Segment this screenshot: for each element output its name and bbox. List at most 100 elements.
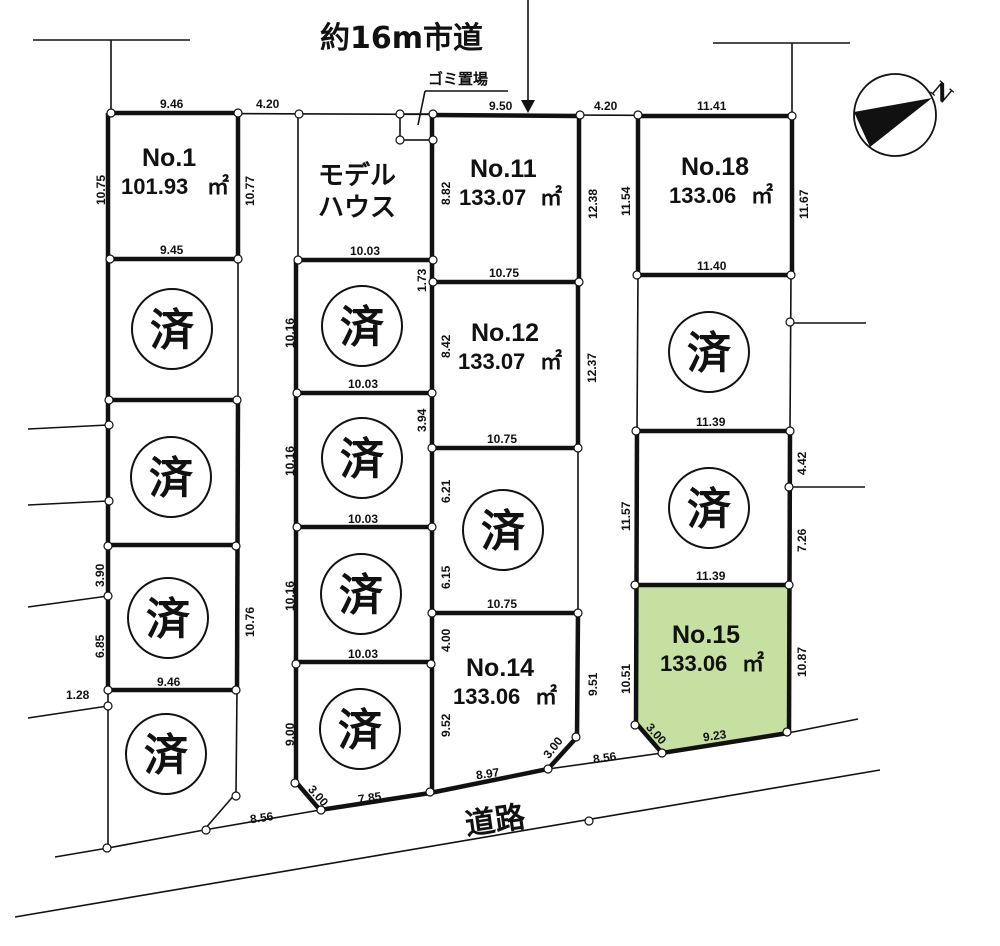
svg-text:6.21: 6.21 xyxy=(439,479,453,503)
lot-area: 133.06 xyxy=(660,651,727,676)
lot-number: No.12 xyxy=(471,319,539,347)
svg-text:済: 済 xyxy=(340,302,385,353)
svg-text:10.03: 10.03 xyxy=(348,377,378,391)
svg-text:11.41: 11.41 xyxy=(697,99,727,113)
svg-text:9.50: 9.50 xyxy=(489,99,513,113)
lot-no12[interactable]: No.12 133.07 ㎡ xyxy=(458,319,562,374)
lot-no11[interactable]: No.11 133.07 ㎡ xyxy=(459,155,562,210)
svg-text:11.40: 11.40 xyxy=(697,259,727,273)
svg-text:10.76: 10.76 xyxy=(243,607,257,637)
svg-text:10.77: 10.77 xyxy=(243,176,257,206)
lot-number: No.18 xyxy=(681,153,749,181)
garbage-area xyxy=(399,113,433,141)
svg-text:10.51: 10.51 xyxy=(619,664,633,694)
sold-badge: 済 xyxy=(462,489,544,571)
sold-badge: 済 xyxy=(131,288,213,370)
svg-text:9.46: 9.46 xyxy=(160,97,184,111)
dimension-labels: 9.46 4.20 9.50 4.20 11.41 9.45 10.03 10.… xyxy=(66,97,811,826)
svg-text:11.67: 11.67 xyxy=(797,189,811,219)
svg-text:10.16: 10.16 xyxy=(283,318,297,348)
svg-text:8.56: 8.56 xyxy=(592,749,617,766)
svg-text:10.03: 10.03 xyxy=(350,244,380,258)
svg-text:3.94: 3.94 xyxy=(415,408,429,432)
svg-text:1.28: 1.28 xyxy=(66,688,90,702)
svg-text:3.00: 3.00 xyxy=(540,734,566,761)
area-unit: ㎡ xyxy=(540,349,562,374)
svg-text:9.45: 9.45 xyxy=(160,243,184,257)
column-c xyxy=(429,112,582,796)
lot-no14[interactable]: No.14 133.06 ㎡ xyxy=(453,654,557,709)
svg-text:10.16: 10.16 xyxy=(283,446,297,476)
svg-text:済: 済 xyxy=(481,506,526,557)
area-unit: ㎡ xyxy=(535,684,557,709)
svg-text:12.38: 12.38 xyxy=(586,189,600,219)
lot-no15[interactable]: No.15 133.06 ㎡ xyxy=(660,621,764,676)
svg-text:9.46: 9.46 xyxy=(157,675,181,689)
svg-text:4.42: 4.42 xyxy=(795,451,809,475)
svg-text:11.57: 11.57 xyxy=(619,501,633,531)
lot-model-house[interactable]: モデル ハウス xyxy=(318,160,396,223)
sold-badges: 済 済 済 済 済 済 済 済 済 済 済 xyxy=(125,285,750,795)
svg-text:済: 済 xyxy=(687,328,732,379)
svg-text:11.39: 11.39 xyxy=(696,569,726,583)
svg-text:済: 済 xyxy=(338,705,383,756)
svg-text:3.00: 3.00 xyxy=(305,782,331,809)
svg-text:済: 済 xyxy=(146,594,191,645)
sold-badge: 済 xyxy=(321,285,403,367)
lot-number: No.15 xyxy=(672,621,740,649)
sold-badge: 済 xyxy=(130,436,212,518)
svg-text:済: 済 xyxy=(340,434,385,485)
arrow-down-icon xyxy=(521,100,535,113)
svg-text:済: 済 xyxy=(150,305,195,356)
area-unit: ㎡ xyxy=(540,185,562,210)
svg-text:済: 済 xyxy=(687,484,732,535)
svg-text:12.37: 12.37 xyxy=(585,353,599,383)
garbage-label: ゴミ置場 xyxy=(428,70,488,88)
compass-icon: N xyxy=(853,73,957,157)
model-house-line1: モデル xyxy=(318,160,396,191)
area-unit: ㎡ xyxy=(742,651,764,676)
neighbor-lines xyxy=(27,39,866,719)
svg-text:10.75: 10.75 xyxy=(487,432,517,446)
svg-text:9.51: 9.51 xyxy=(586,672,600,696)
lot-area: 133.06 xyxy=(453,684,520,709)
svg-text:4.20: 4.20 xyxy=(256,97,280,111)
sold-badge: 済 xyxy=(321,417,403,499)
svg-text:7.85: 7.85 xyxy=(357,789,382,806)
svg-text:8.82: 8.82 xyxy=(439,181,453,205)
svg-text:9.52: 9.52 xyxy=(439,713,453,737)
svg-text:8.56: 8.56 xyxy=(249,809,274,826)
svg-text:10.16: 10.16 xyxy=(283,581,297,611)
lot-number: No.14 xyxy=(466,654,534,682)
svg-text:8.42: 8.42 xyxy=(439,334,453,358)
svg-text:10.75: 10.75 xyxy=(489,266,519,280)
lot-number: No.11 xyxy=(470,155,537,183)
svg-text:7.26: 7.26 xyxy=(795,528,809,552)
svg-text:8.97: 8.97 xyxy=(475,765,500,782)
svg-text:10.03: 10.03 xyxy=(348,512,378,526)
lot-no18[interactable]: No.18 133.06 ㎡ xyxy=(669,153,773,208)
svg-text:10.75: 10.75 xyxy=(94,175,108,205)
lot-area: 133.07 xyxy=(459,185,526,210)
area-unit: ㎡ xyxy=(751,183,773,208)
svg-text:6.85: 6.85 xyxy=(93,634,107,658)
lot-area: 133.06 xyxy=(669,183,736,208)
lot-number: No.1 xyxy=(142,144,196,172)
svg-text:11.39: 11.39 xyxy=(696,415,726,429)
svg-text:4.20: 4.20 xyxy=(594,99,618,113)
sold-badge: 済 xyxy=(320,553,402,635)
svg-text:済: 済 xyxy=(144,730,189,781)
svg-text:9.23: 9.23 xyxy=(702,727,727,744)
svg-text:3.90: 3.90 xyxy=(93,563,107,587)
lot-area: 101.93 xyxy=(121,174,188,199)
svg-text:6.15: 6.15 xyxy=(439,565,453,589)
no15-highlight xyxy=(636,585,789,753)
sold-badge: 済 xyxy=(668,311,750,393)
sold-badge: 済 xyxy=(127,577,209,659)
area-unit: ㎡ xyxy=(207,174,229,199)
lot-area: 133.07 xyxy=(458,349,525,374)
lot-no1[interactable]: No.1 101.93 ㎡ xyxy=(121,144,229,199)
svg-text:11.54: 11.54 xyxy=(619,186,633,216)
svg-text:10.87: 10.87 xyxy=(795,647,809,677)
